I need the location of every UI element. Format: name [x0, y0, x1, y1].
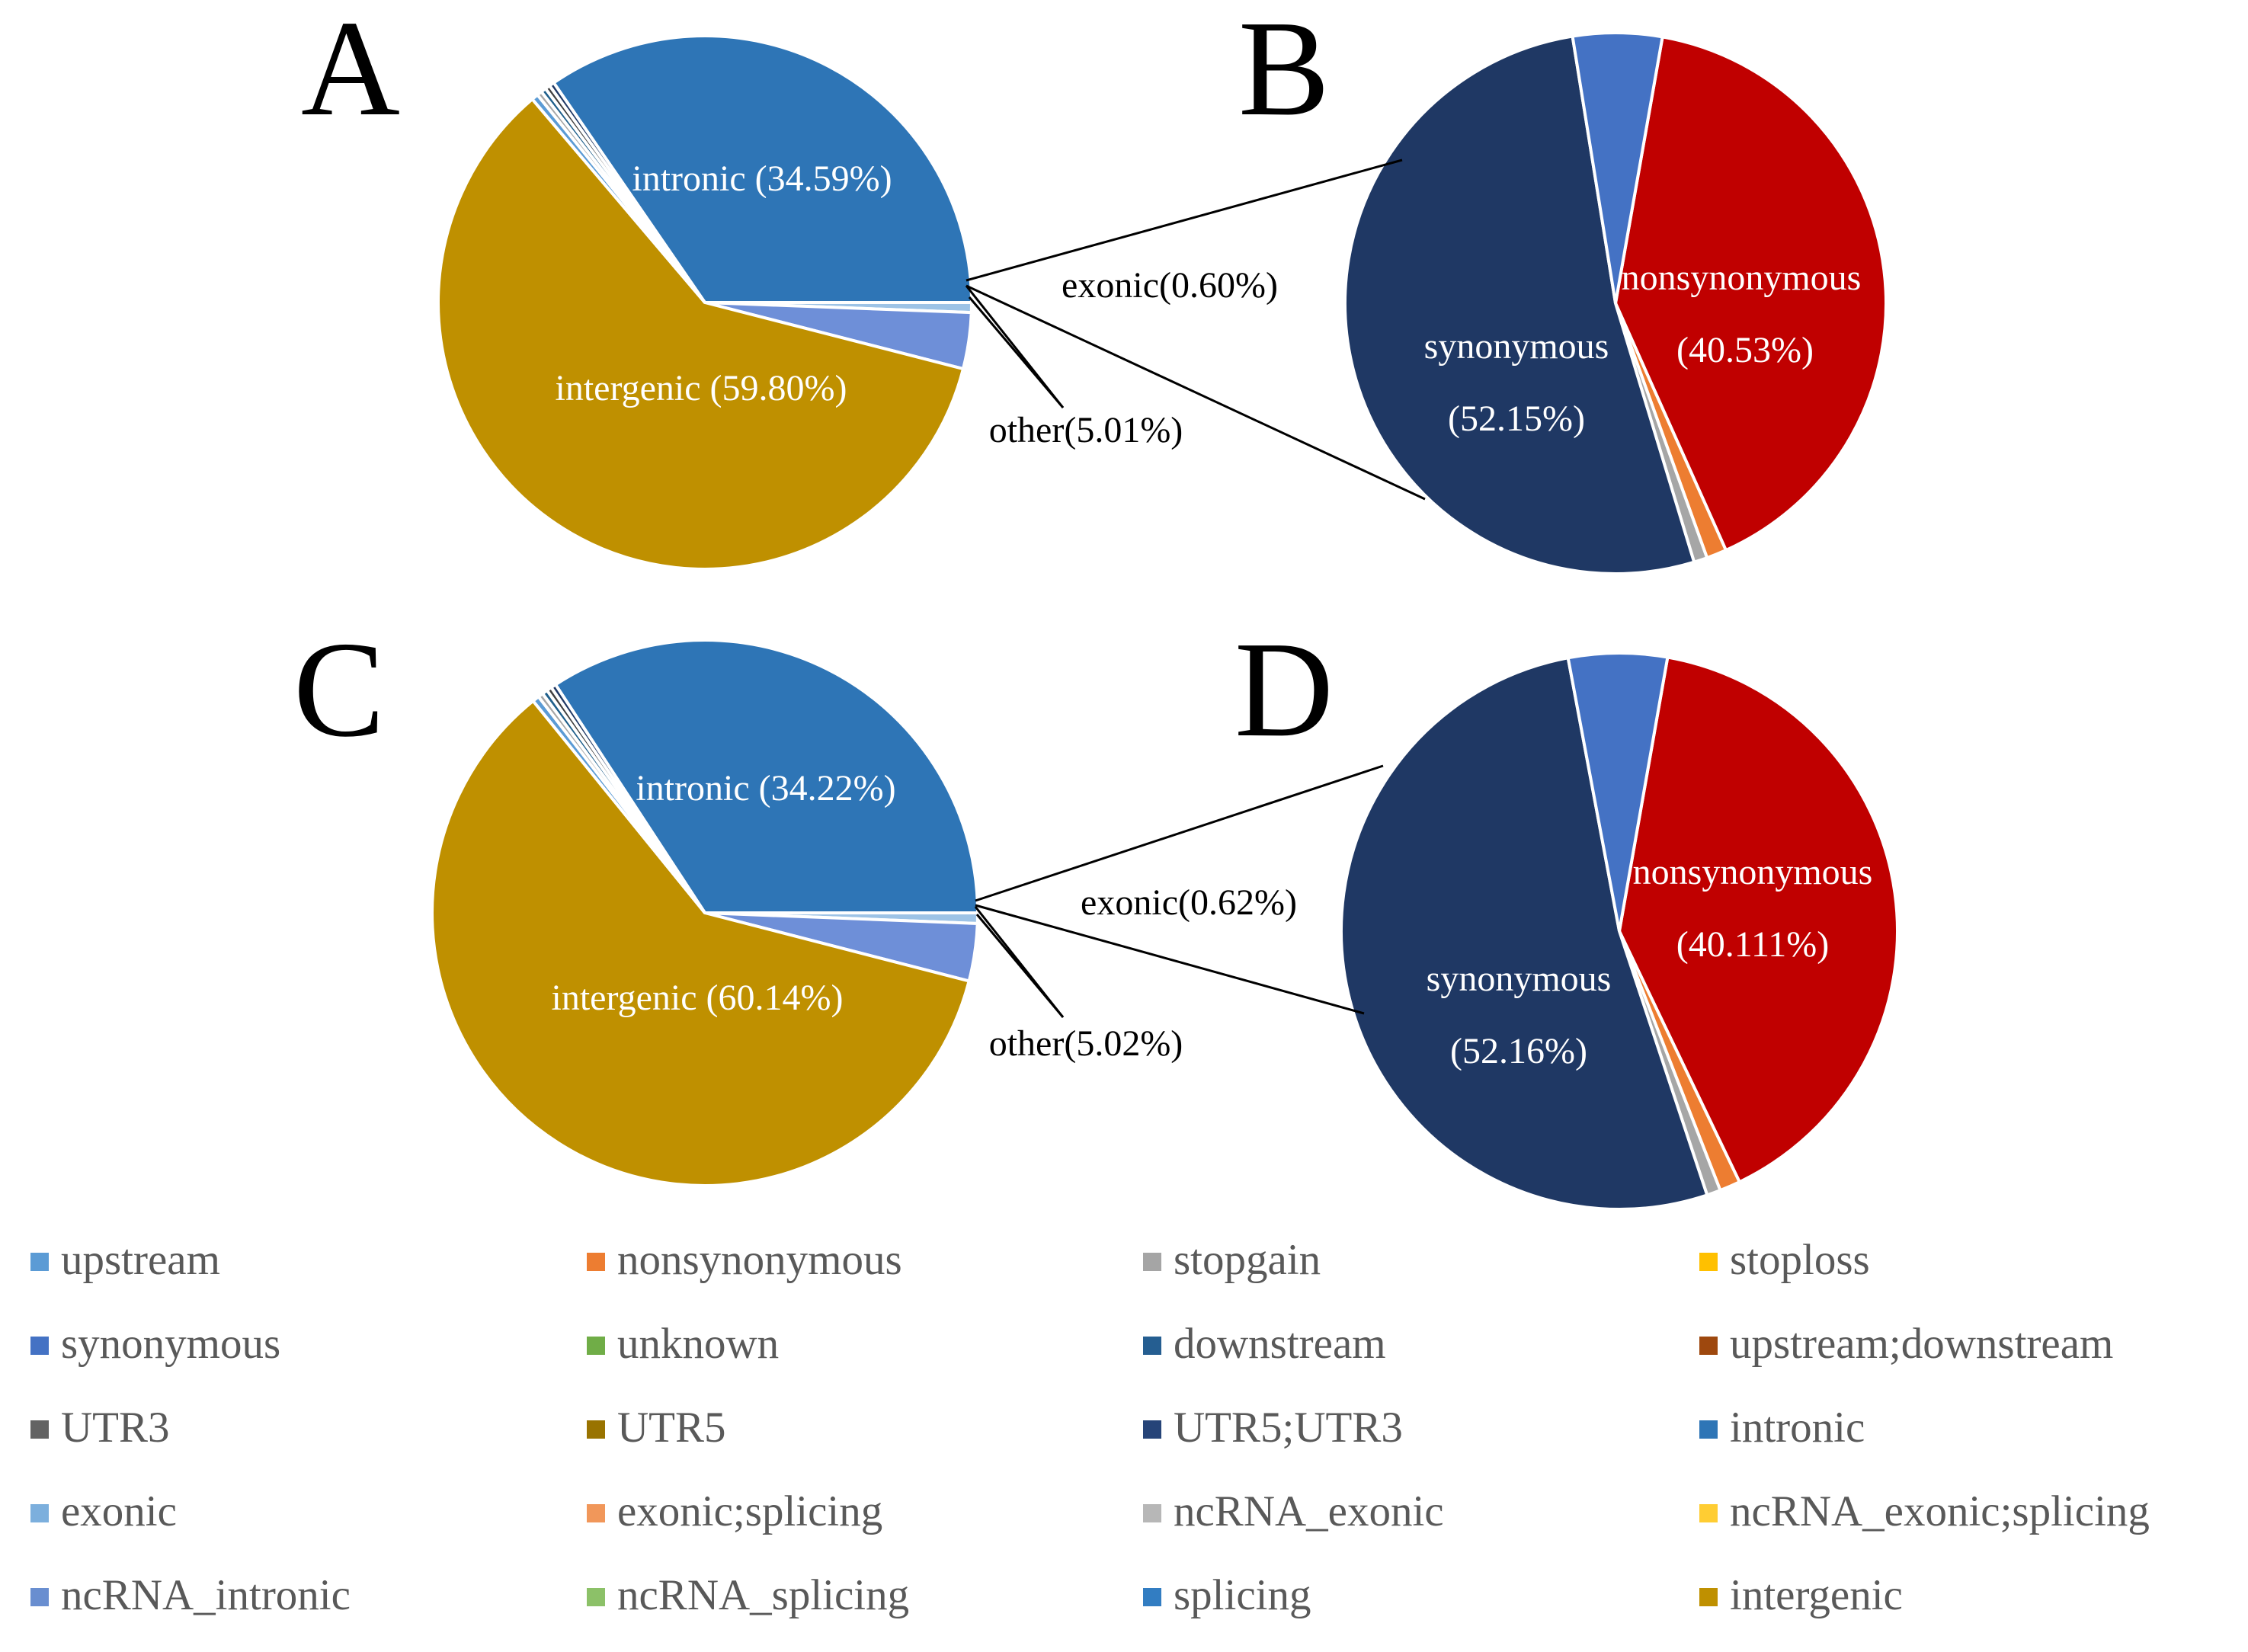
legend-label: stoploss [1730, 1236, 1870, 1284]
pie-slice-synonymous [1340, 655, 1709, 1211]
pie-slice-intergenic [431, 699, 972, 1187]
pie-a-label-intergenic: intergenic (59.80%) [556, 368, 847, 408]
legend-swatch [1699, 1504, 1718, 1522]
pie-c-label-intergenic: intergenic (60.14%) [552, 978, 844, 1018]
callout-exonic-a: exonic(0.60%) [1062, 265, 1278, 306]
pie-d-label-nonsynonymous: nonsynonymous [1633, 852, 1873, 892]
panel-letter-c: C [293, 613, 385, 765]
pie-d-label-nonsynonymous-pct: (40.111%) [1676, 924, 1829, 965]
legend-label: UTR5 [617, 1404, 726, 1452]
connector-line [965, 284, 1426, 501]
panel-letter-a: A [301, 0, 400, 144]
connector-line [965, 158, 1403, 282]
callout-exonic-c: exonic(0.62%) [1081, 882, 1297, 923]
callout-other-c: other(5.02%) [989, 1023, 1183, 1064]
connector-lines-bottom [974, 764, 1384, 1018]
legend-swatch [1143, 1420, 1161, 1439]
legend-label: upstream;downstream [1730, 1320, 2113, 1368]
pie-d-label-synonymous: synonymous [1427, 959, 1612, 999]
pie-slice-synonymous-legend- [1566, 652, 1670, 932]
legend-label: splicing [1174, 1571, 1311, 1619]
legend-label: UTR3 [61, 1404, 170, 1452]
legend-swatch [1143, 1337, 1161, 1355]
callout-leader-line [968, 296, 1065, 408]
legend-swatch [587, 1504, 605, 1522]
pie-slice-intergenic [437, 97, 965, 571]
panel-letter-d: D [1234, 613, 1334, 765]
legend-label: exonic [61, 1487, 177, 1535]
legend-swatch [1143, 1588, 1161, 1606]
pie-slice-utr5-utr3 [547, 80, 706, 304]
pie-c-label-intronic: intronic (34.22%) [636, 768, 895, 808]
legend-label: upstream [61, 1236, 220, 1284]
legend-swatch [587, 1588, 605, 1606]
legend-swatch [1699, 1337, 1718, 1355]
connector-line [975, 764, 1384, 902]
panel-letter-b: B [1238, 0, 1330, 144]
pie-b-label-nonsynonymous: nonsynonymous [1622, 258, 1862, 298]
pie-slice-synonymous-legend- [1571, 31, 1664, 304]
legend: upstream nonsynonymous stopgain stoploss syn… [30, 1236, 2150, 1619]
pie-chart-b [1343, 31, 1888, 575]
legend-label: ncRNA_intronic [61, 1571, 351, 1619]
legend-label: nonsynonymous [617, 1236, 902, 1284]
callout-leader-line [975, 914, 1065, 1018]
legend-swatch [1699, 1420, 1718, 1439]
legend-label: UTR5;UTR3 [1174, 1404, 1403, 1452]
callout-other-a: other(5.01%) [989, 410, 1183, 450]
legend-label: ncRNA_exonic;splicing [1730, 1487, 2150, 1535]
pie-b-label-synonymous-pct: (52.15%) [1448, 399, 1585, 439]
pie-d-label-synonymous-pct: (52.16%) [1450, 1031, 1587, 1071]
pie-slice-synonymous [1343, 34, 1696, 575]
connector-lines-top [965, 158, 1426, 501]
legend-label: ncRNA_exonic [1174, 1487, 1444, 1535]
legend-label: exonic;splicing [617, 1487, 882, 1535]
pie-b-label-nonsynonymous-pct: (40.53%) [1676, 330, 1814, 370]
connector-line [975, 904, 1365, 1015]
pie-b-label-synonymous: synonymous [1424, 326, 1609, 367]
legend-swatch [587, 1420, 605, 1439]
legend-swatch [1143, 1504, 1161, 1522]
legend-label: downstream [1174, 1320, 1386, 1368]
legend-swatch [30, 1504, 49, 1522]
pie-slice-intronic [551, 34, 974, 304]
legend-swatch [1699, 1253, 1718, 1271]
pie-chart-c [431, 639, 980, 1187]
pie-slice-nonsynonymous [1613, 35, 1888, 552]
legend-swatch [1143, 1253, 1161, 1271]
legend-label: intergenic [1730, 1571, 1903, 1619]
legend-label: stopgain [1174, 1236, 1321, 1284]
pie-chart-a [437, 34, 974, 571]
legend-label: intronic [1730, 1404, 1865, 1452]
pie-a-label-intronic: intronic (34.59%) [632, 158, 892, 199]
legend-label: unknown [617, 1320, 779, 1368]
legend-swatch [587, 1253, 605, 1271]
legend-label: ncRNA_splicing [617, 1571, 909, 1619]
pie-slice-nonsynonymous [1617, 655, 1899, 1184]
legend-swatch [30, 1253, 49, 1271]
pie-chart-d [1340, 652, 1899, 1211]
legend-swatch [30, 1588, 49, 1606]
legend-swatch [30, 1420, 49, 1439]
legend-label: synonymous [61, 1320, 280, 1368]
pie-slice-utr5-utr3 [549, 682, 706, 914]
legend-swatch [1699, 1588, 1718, 1606]
legend-swatch [587, 1337, 605, 1355]
legend-swatch [30, 1337, 49, 1355]
